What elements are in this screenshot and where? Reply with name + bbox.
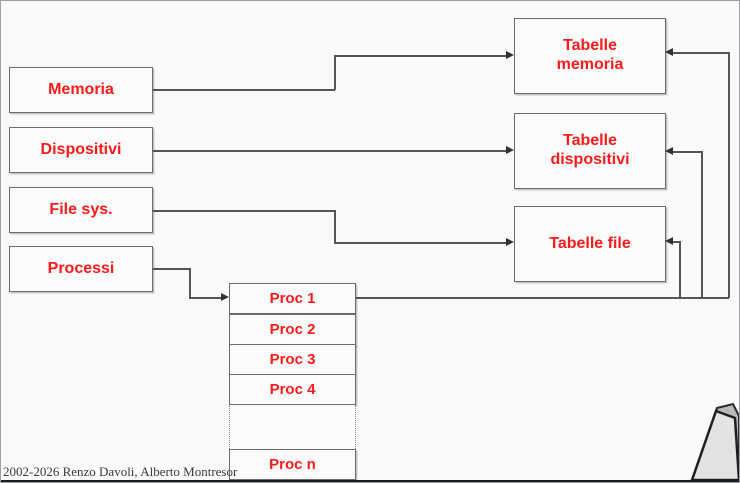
- connector-bus-to-dispositivi-v: [701, 151, 703, 298]
- box-processi[interactable]: Processi: [9, 246, 153, 292]
- connector-processi-seg-h2: [189, 297, 221, 299]
- box-proc-3-label: Proc 3: [269, 350, 316, 368]
- box-proc-4[interactable]: Proc 4: [229, 374, 356, 405]
- page-curl-decoration: [690, 402, 739, 480]
- box-file-sys[interactable]: File sys.: [9, 187, 153, 233]
- box-tabelle-file-line1: Tabelle file: [549, 234, 631, 252]
- connector-memoria-seg-v: [334, 55, 336, 90]
- proc-list-ellipsis-gap: [229, 405, 356, 449]
- box-dispositivi[interactable]: Dispositivi: [9, 127, 153, 173]
- footer-divider: [1, 480, 739, 482]
- box-proc-4-label: Proc 4: [269, 380, 316, 398]
- box-file-sys-label: File sys.: [49, 200, 113, 218]
- box-tabelle-dispositivi[interactable]: Tabelle dispositivi: [514, 113, 666, 189]
- connector-proc1-bus-h: [356, 297, 729, 299]
- box-proc-1[interactable]: Proc 1: [229, 283, 356, 314]
- arrow-back-into-tabelle-memoria: [665, 48, 673, 56]
- copyright-text: 2002-2026 Renzo Davoli, Alberto Montreso…: [3, 464, 238, 479]
- connector-bus-to-memoria-h: [673, 52, 729, 54]
- box-memoria-label: Memoria: [48, 80, 114, 98]
- connector-dispositivi-seg-h: [153, 150, 506, 152]
- box-proc-2[interactable]: Proc 2: [229, 314, 356, 345]
- arrow-back-into-tabelle-dispositivi: [665, 147, 673, 155]
- box-tabelle-dispositivi-line1: Tabelle: [563, 132, 617, 150]
- box-proc-n[interactable]: Proc n: [229, 449, 356, 480]
- box-proc-2-label: Proc 2: [269, 320, 316, 338]
- connector-memoria-seg-h2: [334, 55, 506, 57]
- arrow-into-proc-1: [221, 293, 229, 301]
- arrow-back-into-tabelle-file: [665, 237, 673, 245]
- box-proc-n-label: Proc n: [269, 455, 316, 473]
- connector-filesys-seg-v: [334, 210, 336, 243]
- box-tabelle-memoria-line1: Tabelle: [563, 37, 617, 55]
- connector-bus-to-dispositivi-h: [673, 151, 702, 153]
- box-proc-1-label: Proc 1: [269, 289, 316, 307]
- connector-memoria-seg-h1: [153, 89, 335, 91]
- connector-processi-seg-v: [189, 268, 191, 298]
- arrow-into-tabelle-file: [506, 238, 514, 246]
- box-dispositivi-label: Dispositivi: [40, 140, 122, 158]
- connector-filesys-seg-h1: [153, 210, 335, 212]
- connector-bus-to-memoria-v: [728, 52, 730, 298]
- connector-bus-to-file-v: [679, 241, 681, 298]
- arrow-into-tabelle-dispositivi: [506, 146, 514, 154]
- box-memoria[interactable]: Memoria: [9, 67, 153, 113]
- arrow-into-tabelle-memoria: [506, 51, 514, 59]
- box-tabelle-file[interactable]: Tabelle file: [514, 206, 666, 282]
- box-processi-label: Processi: [47, 259, 115, 277]
- connector-filesys-seg-h2: [334, 242, 506, 244]
- connector-processi-seg-h1: [153, 268, 190, 270]
- box-proc-3[interactable]: Proc 3: [229, 344, 356, 375]
- box-tabelle-memoria[interactable]: Tabelle memoria: [514, 18, 666, 94]
- connector-bus-to-file-h: [673, 241, 681, 243]
- box-tabelle-dispositivi-line2: dispositivi: [550, 151, 630, 168]
- box-tabelle-memoria-line2: memoria: [556, 56, 624, 73]
